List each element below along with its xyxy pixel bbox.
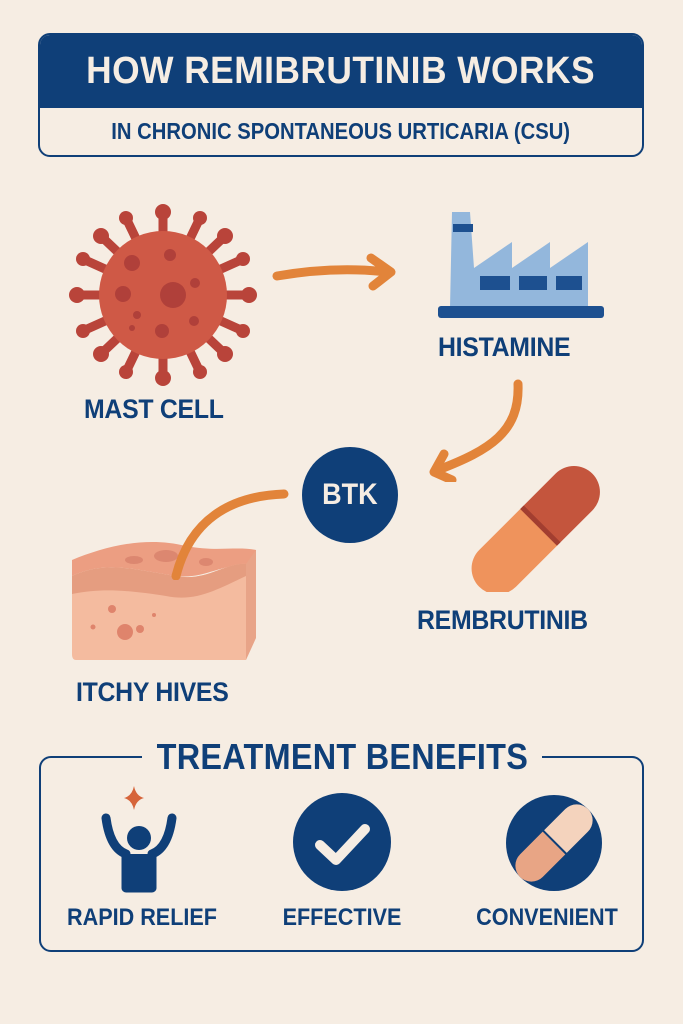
mast-cell-label: MAST CELL xyxy=(84,394,224,424)
mast-cell-icon xyxy=(69,204,257,386)
arrow-mast-to-histamine-icon xyxy=(272,253,396,291)
itchy-hives-label: ITCHY HIVES xyxy=(76,677,229,707)
checkmark-circle-icon xyxy=(293,793,391,891)
benefit-label-effective: EFFECTIVE xyxy=(282,904,402,931)
btk-label: BTK xyxy=(322,478,378,511)
skin-block-icon xyxy=(72,541,256,660)
benefits-title-wrap: TREATMENT BENEFITS xyxy=(142,735,542,779)
pill-circle-icon xyxy=(506,795,602,891)
arrow-btk-to-hives-icon xyxy=(171,489,289,580)
btk-badge: BTK xyxy=(302,447,398,543)
benefits-title: TREATMENT BENEFITS xyxy=(156,736,528,777)
title-band: HOW REMIBRUTINIB WORKS xyxy=(40,35,642,108)
title-box: HOW REMIBRUTINIB WORKS IN CHRONIC SPONTA… xyxy=(38,33,644,157)
histamine-label: HISTAMINE xyxy=(438,332,571,362)
drug-label: REMBRUTINIB xyxy=(417,605,588,635)
arrow-histamine-to-btk-icon xyxy=(429,379,523,482)
person-raised-arms-icon xyxy=(101,786,177,893)
benefit-label-rapid-relief: RAPID RELIEF xyxy=(66,904,218,931)
subtitle-band: IN CHRONIC SPONTANEOUS URTICARIA (CSU) xyxy=(40,108,642,155)
page-subtitle: IN CHRONIC SPONTANEOUS URTICARIA (CSU) xyxy=(111,118,571,144)
capsule-icon xyxy=(471,466,600,592)
page-title: HOW REMIBRUTINIB WORKS xyxy=(86,50,596,92)
factory-icon xyxy=(438,212,604,318)
benefit-label-convenient: CONVENIENT xyxy=(476,904,618,931)
